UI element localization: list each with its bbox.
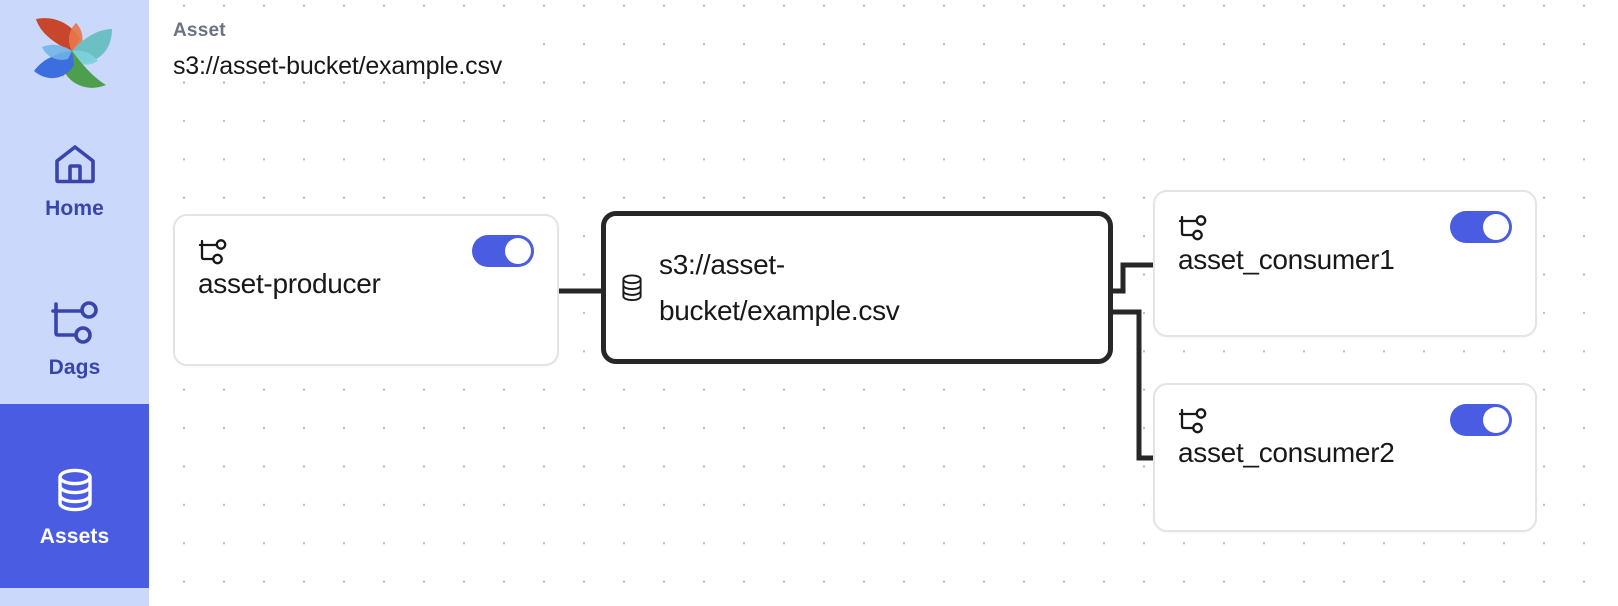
- dag-tree-icon: [1178, 407, 1208, 435]
- page-eyebrow: Asset: [173, 20, 226, 41]
- sidebar-item-dags[interactable]: Dags: [0, 282, 149, 397]
- home-icon: [52, 142, 98, 186]
- dag-tree-icon: [198, 238, 228, 266]
- database-icon: [619, 273, 645, 303]
- page-header: Asset s3://asset-bucket/example.csv: [173, 20, 513, 81]
- graph-node-label: s3://asset-bucket/example.csv: [659, 249, 900, 326]
- graph-node-asset[interactable]: s3://asset-bucket/example.csv: [601, 211, 1113, 364]
- graph-node-consumer2[interactable]: asset_consumer2: [1153, 383, 1537, 532]
- sidebar-item-label-dags: Dags: [48, 356, 101, 379]
- sidebar-item-label-home: Home: [45, 196, 104, 220]
- dag-pause-toggle[interactable]: [1450, 211, 1512, 243]
- graph-node-consumer1[interactable]: asset_consumer1: [1153, 190, 1537, 337]
- sidebar: Home Dags Asse: [0, 0, 149, 606]
- graph-node-label: asset-producer: [198, 268, 381, 299]
- page-title: s3://asset-bucket/example.csv: [173, 51, 503, 80]
- dag-tree-icon: [1178, 214, 1208, 242]
- dag-tree-icon: [49, 299, 101, 345]
- graph-node-producer[interactable]: asset-producer: [173, 214, 559, 366]
- graph-canvas[interactable]: Asset s3://asset-bucket/example.csv: [149, 0, 1618, 606]
- dag-pause-toggle[interactable]: [1450, 404, 1512, 436]
- database-icon: [53, 466, 97, 514]
- sidebar-item-label-assets: Assets: [39, 524, 110, 548]
- airflow-pinwheel-logo[interactable]: [26, 9, 118, 93]
- dag-pause-toggle[interactable]: [472, 235, 534, 267]
- sidebar-item-home[interactable]: Home: [0, 126, 149, 236]
- graph-node-label: asset_consumer1: [1178, 244, 1395, 275]
- sidebar-item-assets[interactable]: Assets: [0, 404, 149, 588]
- graph-node-label: asset_consumer2: [1178, 437, 1395, 468]
